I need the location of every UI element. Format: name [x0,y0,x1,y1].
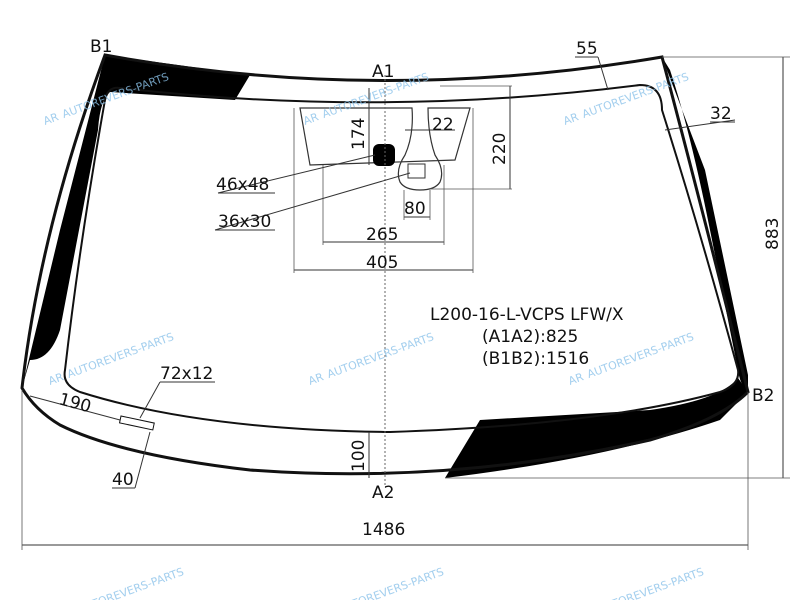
dim-883: 883 [763,218,783,250]
dim-40: 40 [112,470,134,490]
svg-text:AUTOREVERS-PARTS: AUTOREVERS-PARTS [585,330,695,381]
label-72x12: 72x12 [160,364,213,384]
a1a2-length: (A1A2):825 [482,327,578,347]
dimension-lines [21,56,790,550]
watermark-logo: AR [42,110,61,128]
dim-265: 265 [366,225,398,245]
dim-55: 55 [576,39,598,59]
watermark-8: AUTOREVERS-PARTS [335,565,445,600]
svg-text:AUTOREVERS-PARTS: AUTOREVERS-PARTS [325,330,435,381]
svg-text:AUTOREVERS-PARTS: AUTOREVERS-PARTS [75,565,185,600]
point-a2: A2 [372,483,394,503]
glass-inner-edge [63,83,740,434]
point-a1: A1 [372,62,394,82]
watermark-logo: AR [302,110,321,128]
watermark-logo: AR [567,370,586,388]
watermark-3: AR AUTOREVERS-PARTS [562,70,691,128]
dim-1486: 1486 [362,520,405,540]
dim-405: 405 [366,253,398,273]
glass-outer-edge [20,53,750,476]
watermark-5: AR AUTOREVERS-PARTS [307,330,436,388]
watermark-logo: AR [562,110,581,128]
svg-text:AUTOREVERS-PARTS: AUTOREVERS-PARTS [595,565,705,600]
sensor-frit-outline [299,107,471,191]
dim-100: 100 [349,440,369,472]
watermark-logo: AR [47,370,66,388]
label-36x30: 36x30 [218,212,271,232]
dim-174: 174 [349,118,369,150]
rect-36x30 [407,163,426,179]
point-b2: B2 [752,386,774,406]
rect-46x48 [373,144,395,166]
b1b2-length: (B1B2):1516 [482,349,589,369]
frit-bottom-right [445,378,748,478]
watermark-logo: AR [307,370,326,388]
point-b1: B1 [90,37,112,57]
watermark-7: AUTOREVERS-PARTS [75,565,185,600]
frit-left [22,55,250,388]
svg-text:AUTOREVERS-PARTS: AUTOREVERS-PARTS [335,565,445,600]
svg-text:AUTOREVERS-PARTS: AUTOREVERS-PARTS [580,70,690,121]
dim-220: 220 [490,133,510,165]
part-code: L200-16-L-VCPS LFW/X [430,305,624,325]
dim-80: 80 [404,199,426,219]
dim-22: 22 [432,115,454,135]
label-46x48: 46x48 [216,175,269,195]
watermark-9: AUTOREVERS-PARTS [595,565,705,600]
dim-32: 32 [710,104,732,124]
